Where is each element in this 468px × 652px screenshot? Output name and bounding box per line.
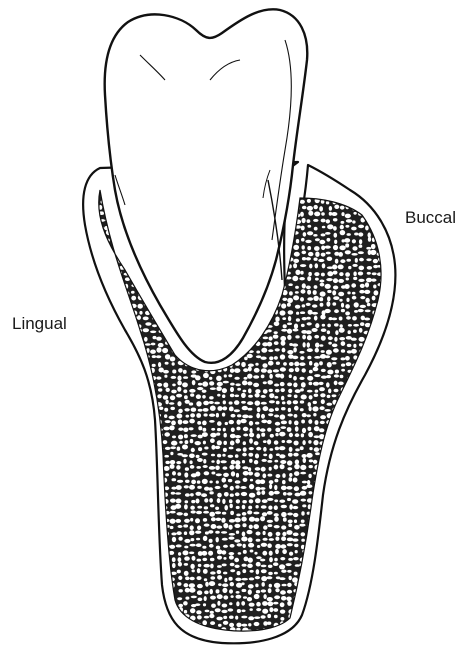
lingual-label: Lingual <box>12 314 67 334</box>
buccal-label: Buccal <box>405 208 456 228</box>
